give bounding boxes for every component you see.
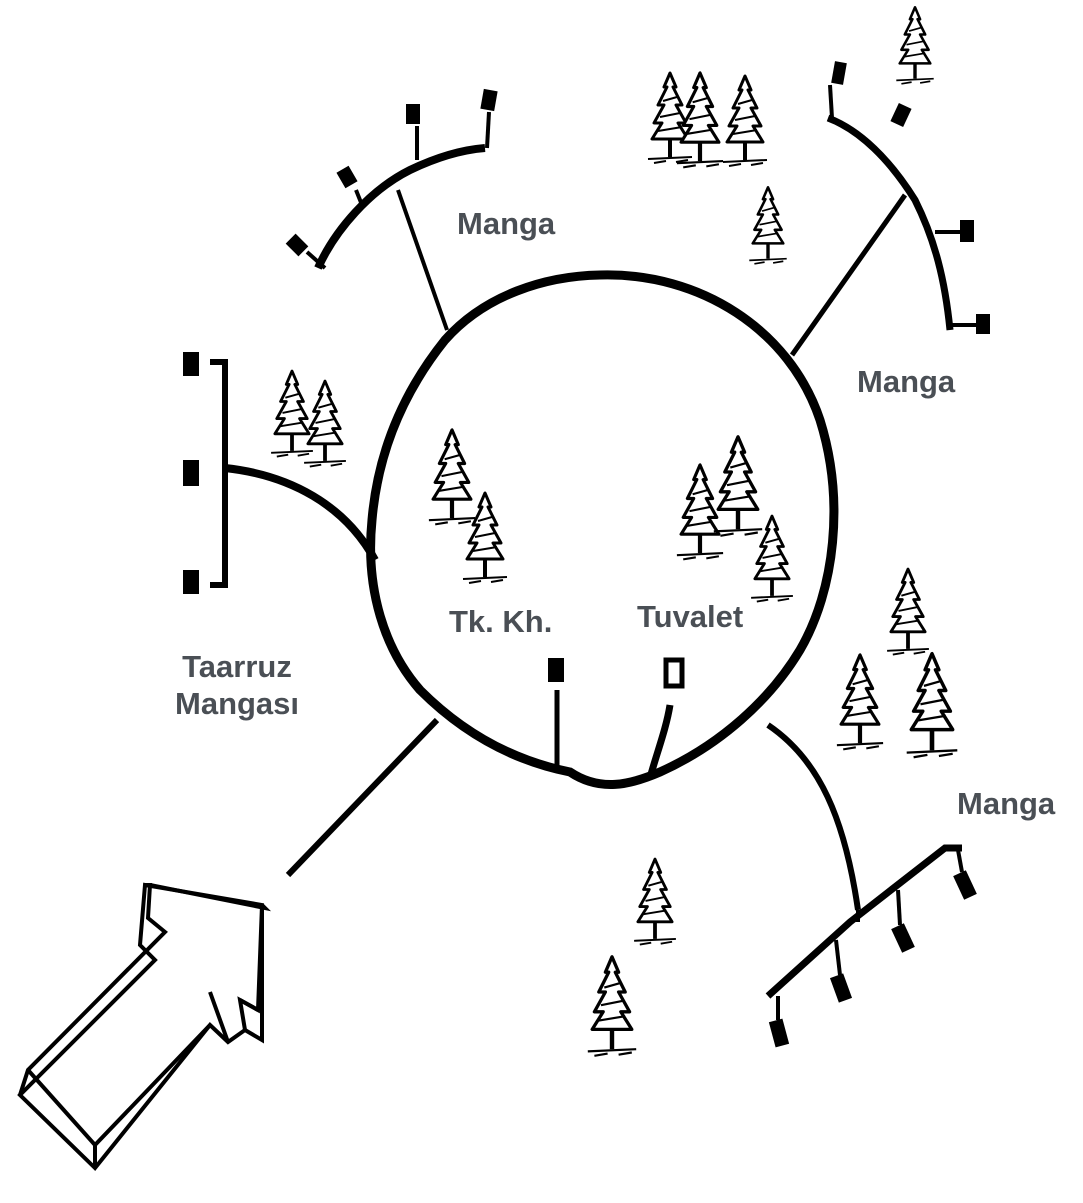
label-command-post: Tk. Kh.: [449, 604, 553, 639]
fighting-position-icon: [831, 61, 847, 85]
tree-icon: [721, 74, 769, 168]
fighting-position-icon: [768, 1018, 790, 1048]
fighting-position-icon: [976, 314, 990, 334]
assault-squad-position: [183, 352, 379, 594]
fighting-position-icon: [183, 352, 199, 376]
label-squad-top: Manga: [457, 206, 556, 241]
attack-direction-arrow-icon: [17, 882, 272, 1171]
squad-top-position: [285, 88, 498, 331]
fighting-position-icon: [183, 570, 199, 594]
label-squad-right: Manga: [857, 364, 956, 399]
command-post-icon: [548, 658, 564, 682]
tree-icon: [302, 379, 348, 469]
tree-icon: [885, 567, 931, 657]
tree-icon: [588, 957, 636, 1056]
approach-line: [285, 717, 440, 878]
fighting-position-icon: [285, 233, 309, 257]
tree-icon: [646, 71, 694, 165]
tree-icon: [894, 5, 936, 86]
tree-icon: [429, 430, 475, 525]
tree-icon: [837, 655, 883, 750]
toilet-icon: [663, 657, 685, 689]
fighting-position-icon: [406, 104, 420, 124]
squad-right-position: [789, 61, 990, 357]
fighting-position-icon: [480, 88, 498, 112]
tree-icon: [907, 654, 958, 758]
tree-icon: [714, 437, 762, 536]
toilet-marker: [646, 657, 685, 779]
fighting-position-icon: [890, 102, 912, 128]
tree-icon: [747, 185, 789, 266]
label-assault-line1: Taarruz: [182, 649, 292, 684]
label-squad-bottom-right: Manga: [957, 786, 1056, 821]
fighting-position-icon: [953, 870, 977, 900]
fighting-position-icon: [891, 923, 915, 953]
perimeter-circle: [366, 270, 839, 789]
squad-bottom-right-position: [765, 722, 977, 1048]
fighting-position-icon: [829, 973, 853, 1003]
fighting-position-icon: [183, 460, 199, 486]
fighting-position-icon: [960, 220, 974, 242]
label-toilet: Tuvalet: [637, 599, 744, 634]
fighting-position-icon: [336, 165, 358, 189]
tree-icon: [677, 465, 723, 560]
label-assault-squad: Taarruz Mangası: [175, 648, 299, 722]
label-assault-line2: Mangası: [175, 686, 300, 722]
tree-icon: [632, 857, 678, 947]
tree-icon: [461, 491, 509, 585]
command-post-marker: [548, 658, 564, 772]
